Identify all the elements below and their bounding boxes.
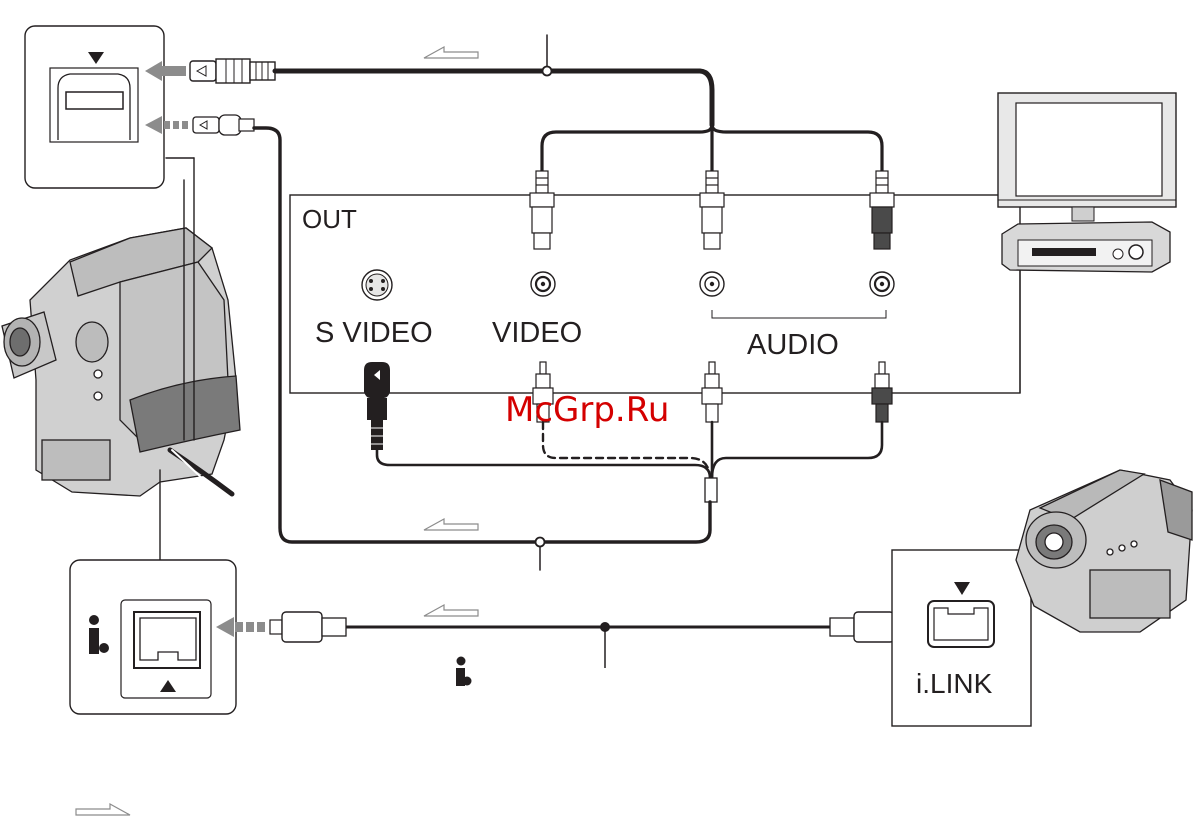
s-video-label: S VIDEO [315, 317, 433, 349]
out-panel [290, 195, 1020, 393]
s-video-jack [362, 270, 392, 300]
watermark-text: McGrp.Ru [505, 390, 669, 430]
ilink-label: i.LINK [916, 668, 993, 699]
out-label: OUT [302, 204, 357, 234]
av-plug [190, 59, 275, 83]
audio-label: AUDIO [747, 329, 839, 361]
main-camcorder [2, 228, 240, 496]
audio-left-jack [700, 272, 724, 296]
av-cable [275, 35, 882, 175]
audio-right-jack [870, 272, 894, 296]
video-jack [531, 272, 555, 296]
signal-direction-legend-arrow [76, 804, 130, 815]
i-dot-icon [456, 657, 472, 687]
s-video-plug [364, 362, 390, 450]
av-jack-inset [25, 26, 164, 188]
signal-direction-arrow-top [424, 47, 478, 58]
dv-jack-inset [70, 560, 236, 714]
signal-direction-arrow-bottom [424, 605, 478, 616]
video-label: VIDEO [492, 317, 582, 349]
ilink-device-panel [892, 550, 1031, 726]
second-camcorder [1016, 470, 1192, 632]
second-plug [193, 115, 254, 135]
tv-vcr-device [998, 93, 1176, 393]
ilink-cable [270, 612, 906, 668]
signal-direction-arrow-middle [424, 519, 478, 530]
